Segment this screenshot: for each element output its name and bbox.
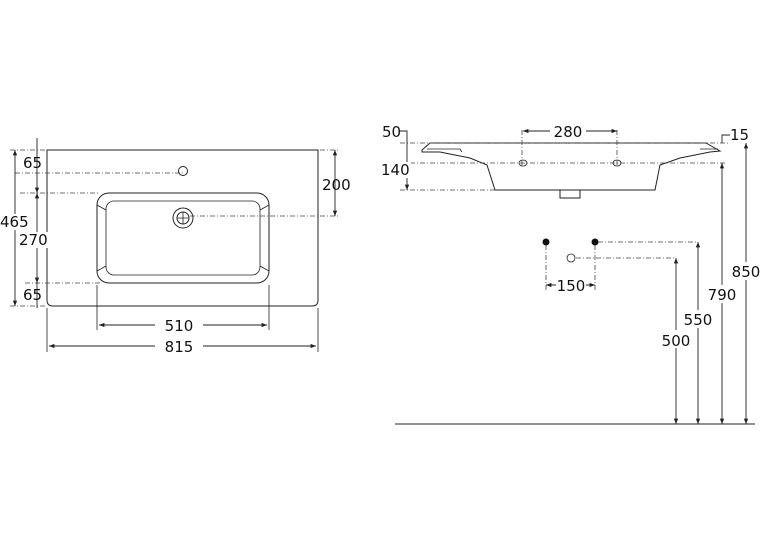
dim-790: 790 (708, 286, 737, 304)
fixing-point-right-icon (591, 238, 599, 246)
bowl-bevels (96, 204, 270, 272)
dim-15: 15 (730, 126, 749, 144)
drain-icon (172, 207, 194, 229)
dim-500: 500 (662, 332, 691, 350)
bowl-inner (105, 200, 261, 276)
dim-510: 510 (165, 317, 194, 335)
dim-280: 280 (554, 123, 583, 141)
profile-inner-left (427, 148, 463, 153)
dim-140: 140 (381, 161, 410, 179)
dim-65-bottom: 65 (23, 286, 42, 304)
dim-65-top: 65 (23, 154, 42, 172)
top-view: 510 815 65 465 270 65 200 (0, 138, 351, 356)
tap-hole-icon (178, 166, 188, 176)
dim-850: 850 (732, 263, 761, 281)
waste-outlet (559, 190, 581, 199)
bowl-outer (96, 192, 270, 284)
fixing-point-left-icon (542, 238, 550, 246)
waste-point-icon (566, 253, 576, 263)
dim-150: 150 (557, 277, 586, 295)
dim-270: 270 (19, 231, 48, 249)
dim-815: 815 (165, 338, 194, 356)
basin-outline (46, 149, 319, 307)
dim-50: 50 (382, 123, 401, 141)
basin-profile (421, 142, 722, 191)
dim-550: 550 (684, 311, 713, 329)
side-view: 280 50 140 15 150 500 550 (381, 123, 762, 425)
dim-200: 200 (322, 176, 351, 194)
dim-465: 465 (0, 213, 29, 231)
